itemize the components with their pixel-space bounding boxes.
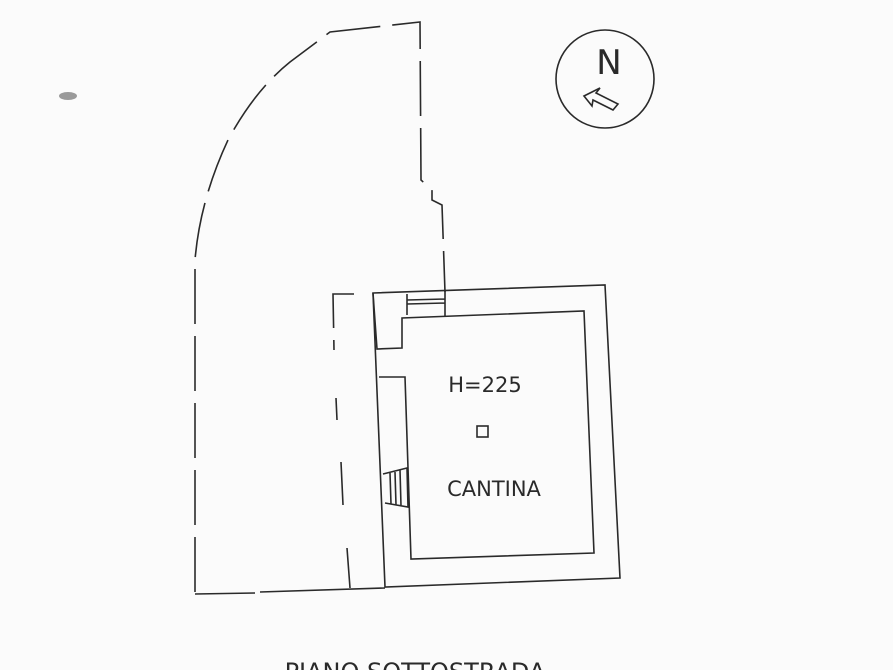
outer-wall (372, 284, 621, 588)
site-inner-dashed-line (332, 293, 354, 589)
stair-side (382, 466, 409, 508)
room-name-label: CANTINA (447, 477, 541, 501)
compass-north-label: N (596, 43, 621, 83)
smudge (59, 92, 77, 100)
site-boundary-bottom (194, 587, 386, 595)
inner-wall-left (372, 292, 595, 560)
site-boundary (194, 21, 446, 592)
stair-top (406, 290, 446, 316)
ceiling-height-label: H=225 (448, 373, 521, 397)
north-arrow-icon: N (555, 29, 655, 129)
floor-caption: PIANO SOTTOSTRADA (285, 658, 546, 670)
room-marker-square (476, 425, 489, 438)
